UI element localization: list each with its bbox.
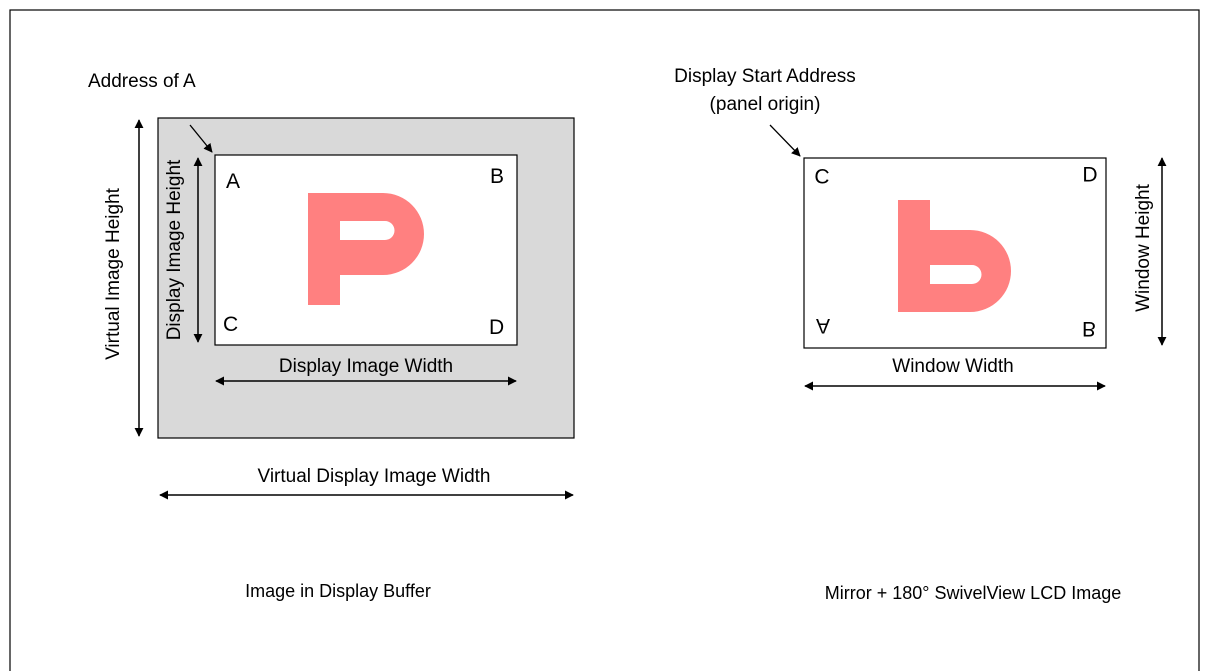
window-height-label: Window Height	[1133, 183, 1154, 311]
corner-b-label: B	[490, 165, 504, 188]
start-address-line2: (panel origin)	[710, 94, 821, 115]
flipped-corner-b-label: B	[1082, 317, 1096, 340]
flipped-p-glyph	[898, 200, 1011, 312]
virtual-display-image-width-label: Virtual Display Image Width	[257, 466, 490, 487]
flipped-corner-c-label: C	[814, 164, 829, 187]
virtual-image-height-label: Virtual Image Height	[103, 187, 124, 360]
left-caption: Image in Display Buffer	[245, 581, 431, 601]
flipped-corner-d-label: D	[1082, 162, 1097, 185]
display-image-width-label: Display Image Width	[279, 356, 453, 377]
flipped-corner-a-label: A	[816, 314, 830, 337]
corner-c-label: C	[223, 313, 238, 336]
right-caption: Mirror + 180° SwivelView LCD Image	[825, 583, 1121, 603]
start-address-line1: Display Start Address	[674, 66, 856, 87]
start-address-pointer	[769, 124, 801, 157]
corner-d-label: D	[489, 316, 504, 339]
address-of-a-label: Address of A	[88, 71, 196, 92]
corner-a-label: A	[226, 170, 240, 193]
window-width-label: Window Width	[892, 356, 1013, 377]
p-glyph	[308, 193, 424, 305]
diagram-frame	[9, 9, 1200, 671]
display-image-height-label: Display Image Height	[164, 159, 185, 340]
address-of-a-pointer	[189, 124, 213, 153]
